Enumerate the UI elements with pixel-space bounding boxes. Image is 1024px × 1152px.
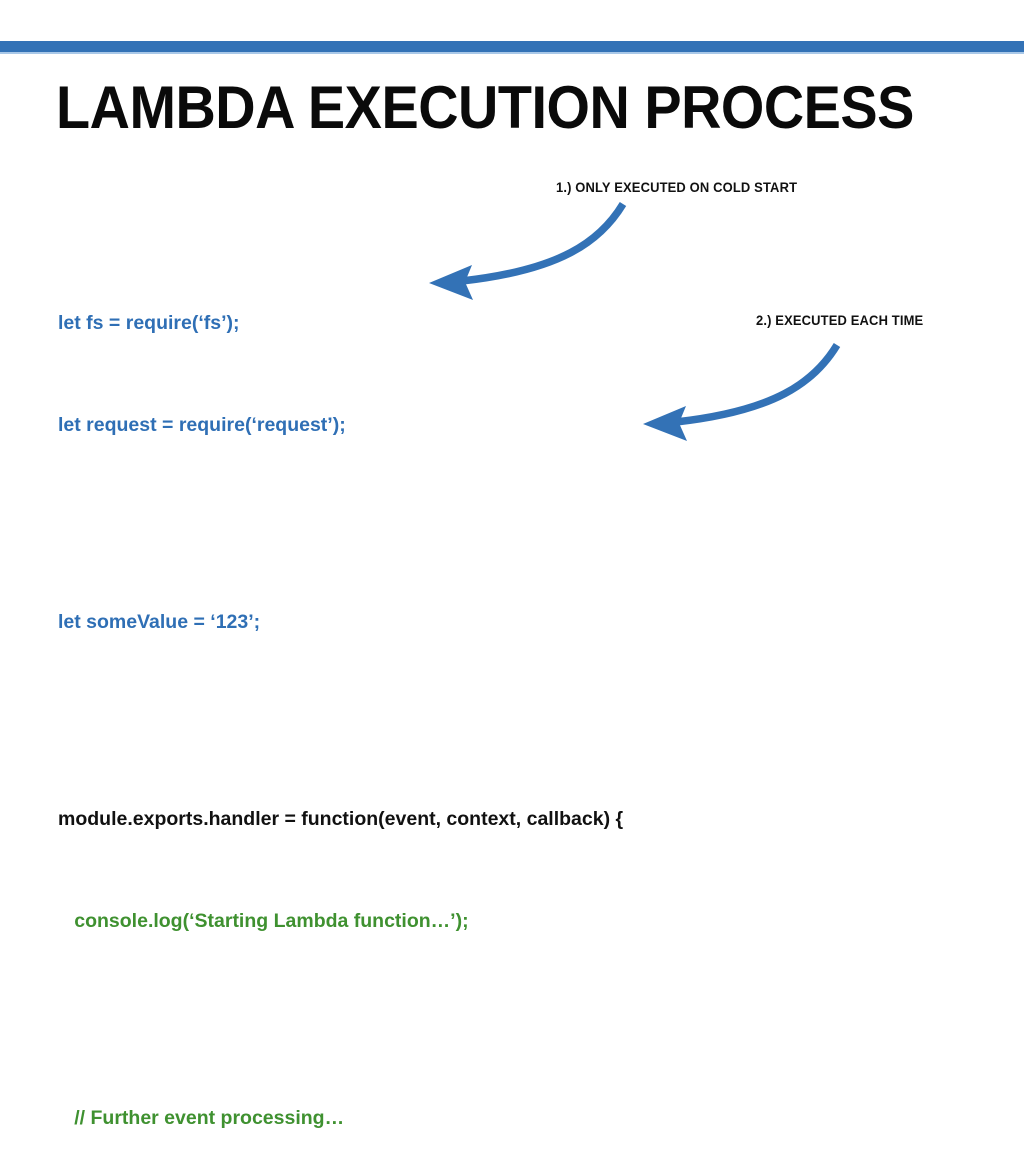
curved-arrow-each-time	[643, 343, 841, 441]
code-line: module.exports.handler = function(event,…	[58, 808, 624, 830]
code-line-blank	[58, 510, 623, 537]
annotation-label-cold-start: 1.) ONLY EXECUTED ON COLD START	[556, 180, 798, 195]
code-line: let request = require(‘request’);	[58, 414, 346, 436]
code-line: let someValue = ‘123’;	[58, 611, 261, 633]
code-line: let fs = require(‘fs’);	[58, 312, 240, 334]
slide: LAMBDA EXECUTION PROCESS let fs = requir…	[0, 41, 1024, 1129]
code-line-blank	[58, 1006, 623, 1033]
top-accent-bar	[0, 41, 1024, 52]
code-block: let fs = require(‘fs’); let request = re…	[58, 238, 623, 1152]
curved-arrow-cold-start	[429, 202, 627, 300]
code-line-blank	[58, 707, 623, 734]
top-accent-bar-edge	[0, 52, 1024, 54]
page-title: LAMBDA EXECUTION PROCESS	[56, 74, 914, 141]
code-line: // Further event processing…	[58, 1107, 345, 1129]
annotation-label-each-time: 2.) EXECUTED EACH TIME	[756, 313, 924, 328]
code-line: console.log(‘Starting Lambda function…’)…	[58, 910, 469, 932]
